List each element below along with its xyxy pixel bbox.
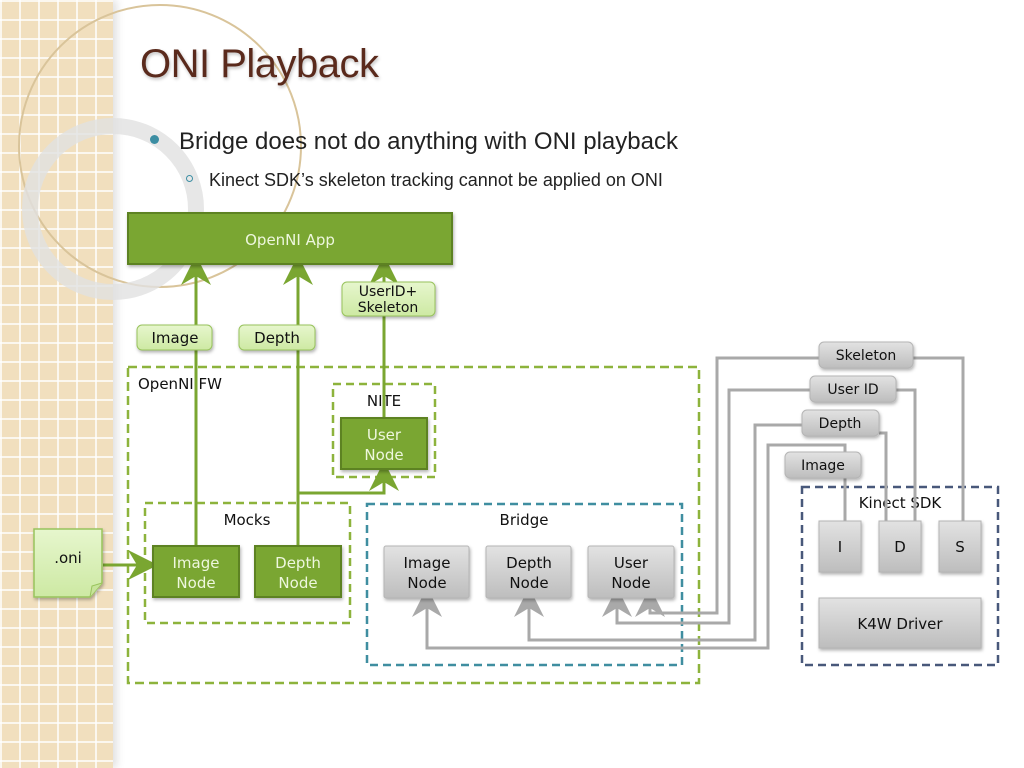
bullet-text: Kinect SDK’s skeleton tracking cannot be…	[209, 170, 663, 190]
depth-to-nite-arrow	[298, 461, 399, 495]
userid-skeleton-data-label	[341, 281, 436, 317]
skeleton-connector	[650, 356, 965, 613]
bridge-user-node-text-line2: Node	[611, 574, 650, 592]
nite-user-node-text-line1: User	[367, 426, 402, 444]
mock-depth-node-text-line1: Depth	[275, 554, 321, 572]
image-stream-label	[784, 451, 862, 479]
skeleton-stream-label	[818, 341, 914, 369]
openni-fw-label: OpenNI FW	[138, 375, 222, 393]
bullet-ring-icon	[186, 174, 193, 182]
userid-connector	[617, 388, 917, 625]
mock-image-node-text-line2: Node	[176, 574, 215, 592]
nite-user-node	[340, 417, 428, 470]
kinect-s-node	[938, 520, 982, 573]
image-data-label	[136, 324, 213, 351]
image-stream-label-text: Image	[801, 458, 845, 474]
kinect-sdk-label: Kinect SDK	[859, 494, 943, 512]
bridge-user-node	[587, 545, 675, 599]
depth-stream-label-text: Depth	[819, 416, 862, 432]
openni-fw-container	[126, 365, 701, 685]
depth-data-label	[238, 324, 316, 351]
kinect-d-node-text: D	[894, 538, 906, 556]
bridge-depth-node-text-line1: Depth	[506, 554, 552, 572]
mock-image-node	[152, 545, 240, 598]
oni-file-fold	[89, 582, 103, 598]
depth-connector	[529, 423, 888, 642]
depth-data-label-text: Depth	[254, 329, 300, 347]
bullet-level-2: Kinect SDK’s skeleton tracking cannot be…	[186, 170, 663, 191]
oni-file-label: .oni	[54, 549, 82, 567]
image-data-label-text: Image	[152, 329, 199, 347]
kinect-s-node-text: S	[955, 538, 965, 556]
bridge-depth-node	[485, 545, 572, 599]
skeleton-stream-label-text: Skeleton	[836, 348, 897, 364]
userid-stream-label	[809, 375, 897, 403]
slide-title: ONI Playback	[140, 42, 379, 86]
userid-skeleton-text-line1: UserID+	[359, 284, 418, 300]
kinect-i-node-text: I	[838, 538, 842, 556]
bridge-depth-node-text-line2: Node	[509, 574, 548, 592]
depth-stream-label	[801, 409, 880, 437]
bridge-label: Bridge	[500, 511, 549, 529]
bridge-image-node	[383, 545, 470, 599]
k4w-driver-box	[818, 597, 982, 649]
mock-depth-node	[254, 545, 342, 598]
nite-user-node-text-line2: Node	[364, 446, 403, 464]
userid-skeleton-text-line2: Skeleton	[358, 300, 419, 316]
nite-container	[331, 382, 437, 479]
openni-app-box	[127, 212, 453, 265]
kinect-i-node	[818, 520, 862, 573]
bridge-container	[365, 502, 684, 667]
mock-depth-node-text-line2: Node	[278, 574, 317, 592]
openni-app-label: OpenNI App	[245, 231, 335, 249]
kinect-d-node	[878, 520, 922, 573]
kinect-sdk-container	[800, 485, 1000, 667]
userid-stream-label-text: User ID	[827, 382, 878, 398]
bridge-image-node-text-line2: Node	[407, 574, 446, 592]
mock-image-node-text-line1: Image	[173, 554, 220, 572]
bullet-text: Bridge does not do anything with ONI pla…	[179, 128, 678, 155]
decorative-ring	[18, 4, 302, 288]
k4w-driver-label: K4W Driver	[857, 615, 943, 633]
bullet-dot-icon	[150, 135, 159, 145]
bullet-level-1: Bridge does not do anything with ONI pla…	[150, 128, 678, 156]
mocks-label: Mocks	[224, 511, 271, 529]
bridge-user-node-text-line1: User	[614, 554, 649, 572]
bridge-image-node-text-line1: Image	[404, 554, 451, 572]
